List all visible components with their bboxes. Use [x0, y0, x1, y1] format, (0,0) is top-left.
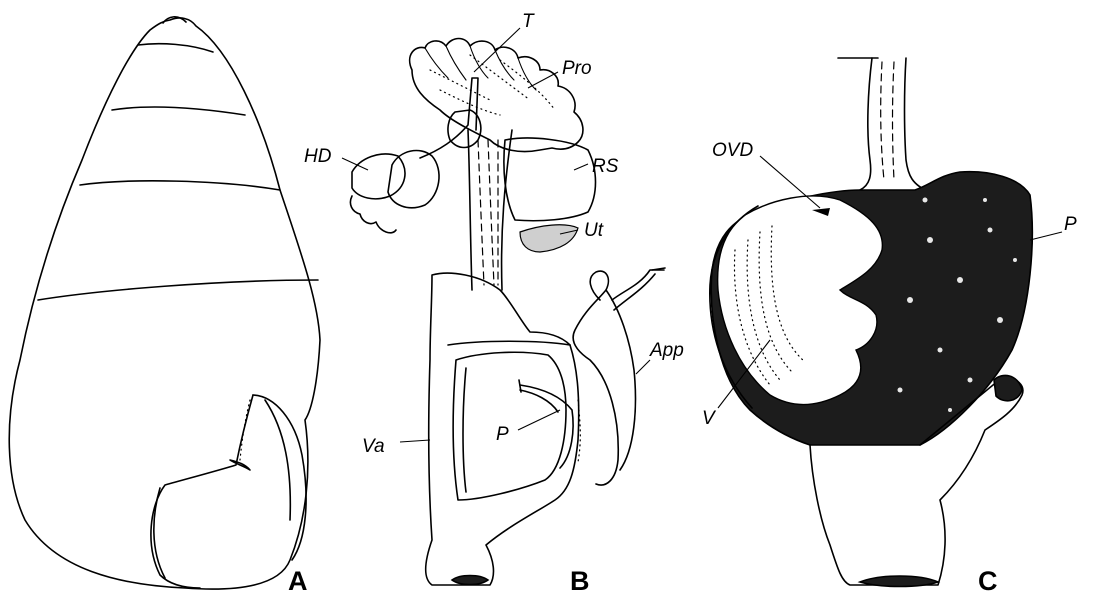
atrium-detail-drawing	[710, 58, 1032, 587]
label-Va: Va	[362, 436, 385, 457]
label-T: T	[522, 11, 535, 32]
shell-drawing	[9, 17, 320, 589]
label-P-panel-c: P	[1064, 214, 1077, 235]
label-Pro: Pro	[562, 58, 592, 79]
label-Ut: Ut	[584, 220, 604, 241]
panel-label-b: B	[570, 566, 590, 596]
reproductive-system-drawing	[350, 39, 665, 586]
panel-label-a: A	[288, 566, 308, 596]
label-V: V	[702, 408, 717, 429]
panel-label-c: C	[978, 566, 998, 596]
label-App: App	[649, 340, 684, 361]
label-P-panel-b: P	[496, 424, 509, 445]
label-RS: RS	[592, 156, 619, 177]
label-OVD: OVD	[712, 140, 753, 161]
label-HD: HD	[304, 146, 332, 167]
